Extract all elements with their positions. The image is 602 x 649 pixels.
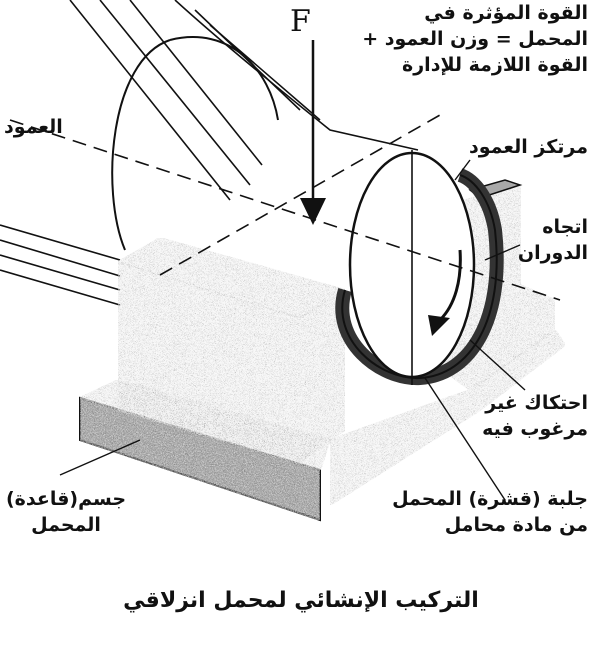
center-lines [9, 114, 561, 301]
figure-caption: التركيب الإنشائي لمحمل انزلاقي [123, 588, 479, 613]
rotation-label-line-1: اتجاه [542, 216, 588, 238]
body-label: جسم(قاعدة) المحمل [6, 486, 126, 538]
friction-label-line-1: احتكاك غير [485, 392, 588, 414]
bearing-body [77, 168, 567, 522]
journal-label: مرتكز العمود [469, 136, 588, 158]
friction-label: احتكاك غير مرغوب فيه [482, 390, 588, 442]
shell-label: جلبة (قشرة) المحمل من مادة محامل [392, 486, 588, 538]
rotation-label: اتجاه الدوران [518, 214, 588, 266]
friction-label-line-2: مرغوب فيه [482, 418, 588, 440]
force-description-line-1: القوة المؤثرة في [424, 2, 588, 24]
force-description-line-2: المحمل = وزن العمود + [362, 28, 588, 50]
down-arrow-icon [300, 40, 326, 225]
body-label-line-1: جسم(قاعدة) [6, 488, 127, 510]
rotation-label-line-2: الدوران [517, 242, 588, 264]
force-description: القوة المؤثرة في المحمل = وزن العمود + ا… [362, 0, 588, 78]
force-description-line-3: القوة اللازمة للإدارة [402, 54, 588, 76]
leader-lines [59, 159, 526, 501]
rotation-arrow-icon [428, 249, 462, 336]
shell-label-line-2: من مادة محامل [444, 514, 588, 536]
shaft-label: العمود [4, 116, 63, 138]
body-label-line-2: المحمل [31, 514, 101, 536]
shell-label-line-1: جلبة (قشرة) المحمل [392, 488, 588, 510]
shaft [0, 0, 419, 306]
force-symbol: F [290, 4, 311, 39]
